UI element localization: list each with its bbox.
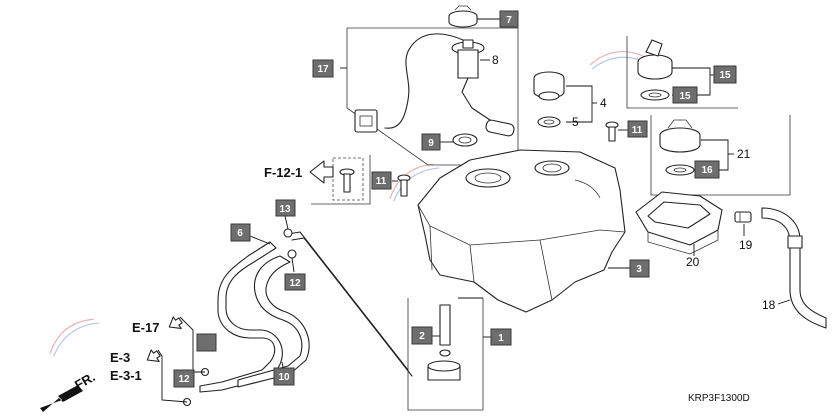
ref-f12-1: F-12-1 — [264, 165, 302, 180]
arrow-left-icon — [309, 160, 334, 184]
joint-and-hose — [734, 207, 827, 329]
callout-8: 8 — [492, 53, 499, 67]
fuel-valve-group — [407, 297, 491, 411]
drain-tubes — [199, 235, 310, 393]
svg-text:15: 15 — [679, 91, 691, 102]
callout-15-upper: 15 — [672, 86, 698, 104]
svg-text:17: 17 — [317, 64, 329, 75]
svg-text:2: 2 — [419, 331, 425, 342]
svg-text:3: 3 — [636, 264, 642, 275]
callout-20: 20 — [686, 255, 700, 269]
front-arrow — [40, 385, 83, 412]
arrow-left-small-icon — [146, 349, 161, 362]
svg-text:12: 12 — [178, 374, 190, 385]
bolt-group — [392, 121, 628, 197]
callout-11-tank: 11 — [371, 171, 392, 190]
callout-7: 10 — [273, 367, 295, 386]
svg-text:12: 12 — [289, 278, 301, 289]
callout-3: 3 — [629, 259, 650, 278]
callout-13: 13 — [275, 199, 296, 217]
callout-19: 19 — [739, 238, 753, 252]
callout-9: 9 — [421, 133, 441, 151]
diagram-code: KRP3F1300D — [688, 393, 750, 404]
svg-text:1: 1 — [498, 333, 504, 344]
ref-e17: E-17 — [132, 320, 159, 335]
callout-18: 18 — [762, 298, 776, 312]
callout-12-lower: 12 — [173, 369, 195, 388]
ref-e3: E-3 — [110, 350, 130, 365]
callout-16: 17 — [312, 59, 334, 78]
watermark-logo — [49, 50, 649, 357]
svg-text:15: 15 — [719, 70, 731, 81]
air-chamber — [635, 191, 723, 256]
callout-14: 15 — [713, 65, 737, 84]
svg-text:16: 16 — [701, 165, 713, 176]
callout-11-bolt: 11 — [627, 120, 648, 138]
svg-text:11: 11 — [376, 176, 387, 187]
callout-15-lower: 16 — [694, 160, 720, 179]
svg-text:6: 6 — [237, 228, 243, 239]
callout-6: 6 — [230, 223, 251, 242]
e-ref-leaders — [146, 316, 205, 403]
filler-cap-group — [533, 71, 597, 128]
callout-12-upper: 12 — [284, 273, 306, 291]
svg-text:11: 11 — [632, 125, 643, 136]
callout-5: 5 — [572, 115, 579, 129]
callout-1: 1 — [490, 328, 512, 346]
svg-text:7: 7 — [506, 15, 512, 26]
svg-text:10: 10 — [278, 372, 290, 383]
callout-4: 4 — [600, 96, 607, 110]
callout-21: 21 — [737, 147, 751, 161]
callout-10: 7 — [499, 10, 519, 28]
f12-inset — [309, 155, 371, 205]
arrow-up-icon — [168, 316, 183, 329]
fuel-pump-group — [340, 5, 519, 166]
svg-text:13: 13 — [279, 204, 291, 215]
fuel-tank — [417, 149, 630, 313]
front-arrow-icon — [40, 385, 83, 412]
svg-text:9: 9 — [428, 138, 434, 149]
ref-e3-1: E-3-1 — [110, 368, 142, 383]
callout-2: 2 — [411, 326, 433, 345]
callout-17 — [196, 333, 217, 352]
